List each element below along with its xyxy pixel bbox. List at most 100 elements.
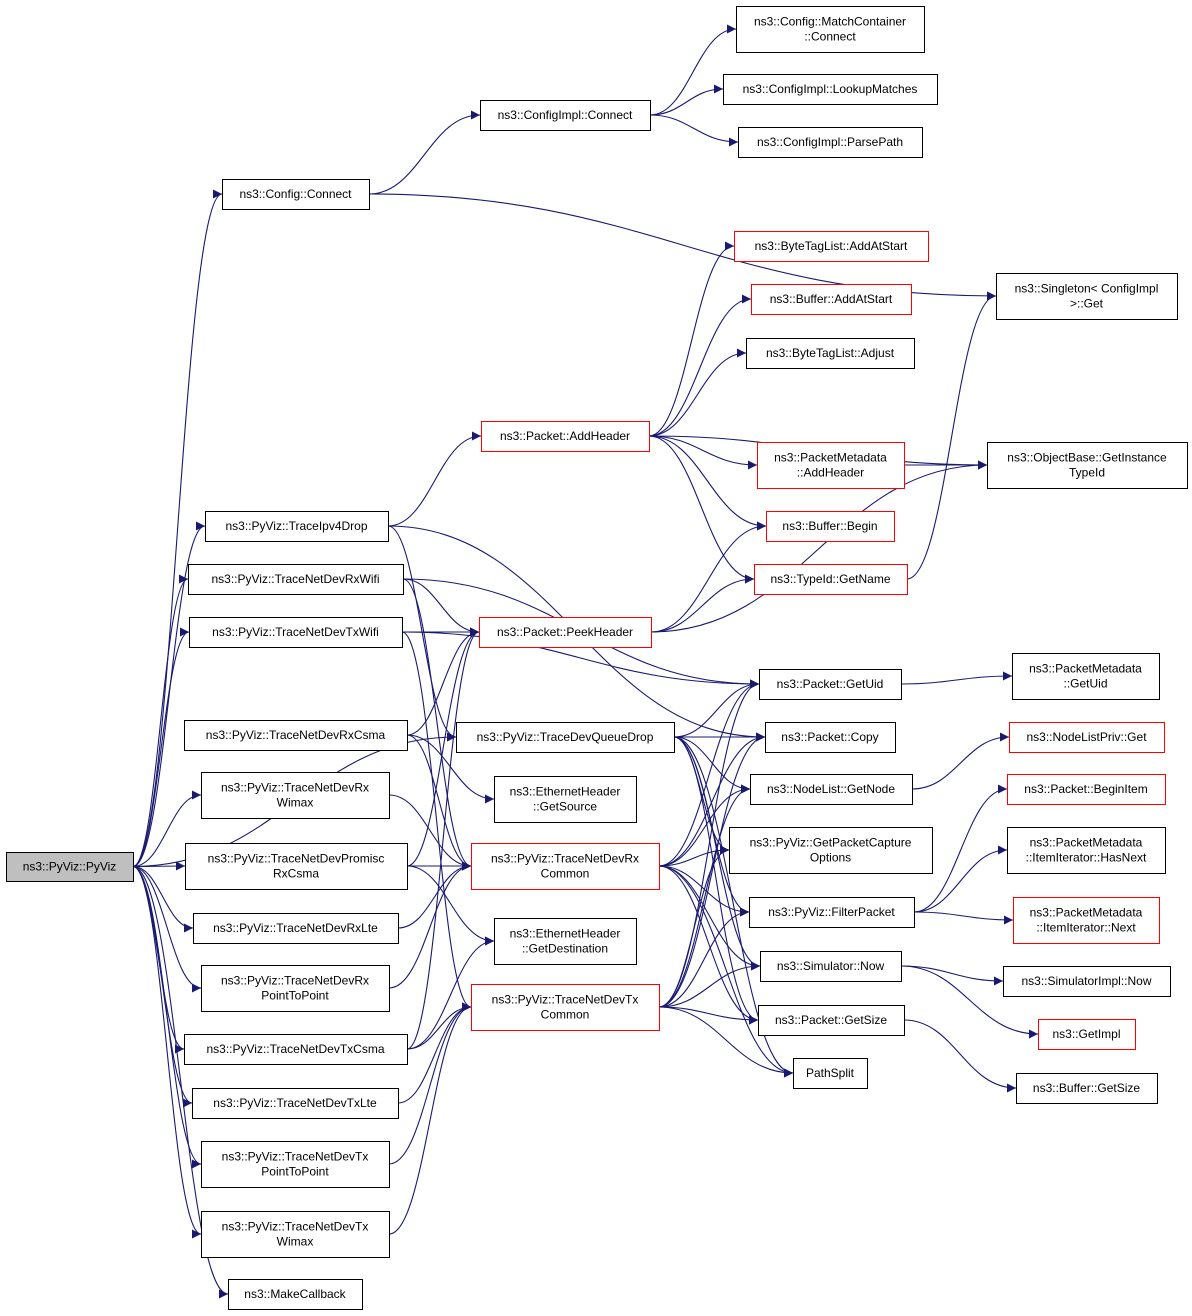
node-packet-copy[interactable]: ns3::Packet::Copy — [765, 722, 896, 753]
edge-root-to-tracenetdevtxwifi — [132, 627, 190, 868]
node-tracenetdevtxcsma[interactable]: ns3::PyViz::TraceNetDevTxCsma — [184, 1034, 408, 1065]
node-label: ns3::EthernetHeader — [510, 785, 621, 799]
node-box — [494, 776, 637, 823]
node-packet-beginitem[interactable]: ns3::Packet::BeginItem — [1007, 774, 1166, 805]
node-packet-addheader[interactable]: ns3::Packet::AddHeader — [481, 421, 650, 452]
node-config-connect[interactable]: ns3::Config::Connect — [222, 179, 370, 210]
node-label: ::ItemIterator::Next — [1036, 921, 1136, 935]
node-getimpl[interactable]: ns3::GetImpl — [1038, 1019, 1136, 1050]
node-label: Wimax — [277, 1235, 314, 1249]
node-box — [1013, 897, 1160, 944]
node-buffer-begin[interactable]: ns3::Buffer::Begin — [766, 511, 895, 542]
node-packetmetadata-addheader[interactable]: ns3::PacketMetadata::AddHeader — [757, 442, 905, 489]
node-itemiterator-hasnext[interactable]: ns3::PacketMetadata::ItemIterator::HasNe… — [1007, 827, 1166, 874]
node-bytetaglist-adjust[interactable]: ns3::ByteTagList::Adjust — [746, 338, 915, 369]
node-tracenetdevrxwifi[interactable]: ns3::PyViz::TraceNetDevRxWifi — [188, 564, 404, 595]
node-filterpacket[interactable]: ns3::PyViz::FilterPacket — [749, 897, 915, 928]
edge-filterpacket-to-itemiterator_next — [913, 911, 1014, 925]
node-label: ns3::PyViz::TraceNetDevTxWifi — [212, 625, 379, 639]
node-label: RxCsma — [273, 867, 319, 881]
node-tracenetdevrxlte[interactable]: ns3::PyViz::TraceNetDevRxLte — [193, 913, 399, 944]
node-label: ns3::PacketMetadata — [1029, 662, 1142, 676]
node-simulatorimpl-now[interactable]: ns3::SimulatorImpl::Now — [1003, 966, 1171, 997]
edge-tracenetdevrxcommon-to-packet_copy — [658, 732, 766, 867]
node-label: Options — [810, 851, 851, 865]
node-box — [1009, 722, 1165, 753]
node-buffer-getsize[interactable]: ns3::Buffer::GetSize — [1016, 1073, 1158, 1104]
node-bytetaglist-addatstart[interactable]: ns3::ByteTagList::AddAtStart — [734, 231, 929, 262]
node-packet-peekheader[interactable]: ns3::Packet::PeekHeader — [479, 617, 652, 648]
edge-packet_addheader-to-buffer_begin — [648, 435, 767, 531]
node-makecallback[interactable]: ns3::MakeCallback — [228, 1279, 363, 1310]
node-parsepath[interactable]: ns3::ConfigImpl::ParsePath — [738, 127, 923, 158]
node-nodelistpriv-get[interactable]: ns3::NodeListPriv::Get — [1009, 722, 1165, 753]
node-box — [1016, 1073, 1158, 1104]
node-tracedevqueuedrop[interactable]: ns3::PyViz::TraceDevQueueDrop — [456, 722, 675, 753]
edge-tracedevqueuedrop-to-packet_getuid — [673, 679, 760, 738]
node-matchcontainer-connect[interactable]: ns3::Config::MatchContainer::Connect — [736, 6, 925, 53]
node-box — [228, 1279, 363, 1310]
node-label: ns3::ConfigImpl::ParsePath — [757, 135, 903, 149]
edge-tracenetdevtxcommon-to-pathsplit — [658, 1006, 794, 1078]
node-ethernetheader-getsource[interactable]: ns3::EthernetHeader::GetSource — [494, 776, 637, 823]
node-traceipv4drop[interactable]: ns3::PyViz::TraceIpv4Drop — [205, 511, 389, 542]
node-configimpl-connect[interactable]: ns3::ConfigImpl::Connect — [480, 100, 651, 131]
node-tracenetdevtxlte[interactable]: ns3::PyViz::TraceNetDevTxLte — [192, 1088, 399, 1119]
node-typeid-getname[interactable]: ns3::TypeId::GetName — [754, 564, 908, 595]
edge-tracedevqueuedrop-to-pathsplit — [673, 736, 794, 1078]
edge-root-to-tracenetdevtxp2p — [132, 865, 202, 1169]
edge-tracenetdevtxcommon-to-nodelist_getnode — [658, 784, 751, 1008]
node-ethernetheader-getdestination[interactable]: ns3::EthernetHeader::GetDestination — [494, 918, 637, 965]
node-simulator-now[interactable]: ns3::Simulator::Now — [760, 951, 902, 982]
node-label: ns3::ObjectBase::GetInstance — [1007, 451, 1167, 465]
node-box — [222, 179, 370, 210]
node-singleton-get[interactable]: ns3::Singleton< ConfigImpl >::Get — [996, 273, 1178, 320]
node-box — [1003, 966, 1171, 997]
node-buffer-addatstart[interactable]: ns3::Buffer::AddAtStart — [751, 284, 912, 315]
edge-root-to-tracenetdevrxwimax — [132, 790, 202, 868]
node-label: ns3::Config::Connect — [239, 187, 352, 201]
node-packet-getsize[interactable]: ns3::Packet::GetSize — [758, 1005, 905, 1036]
edge-root-to-traceipv4drop — [132, 521, 206, 868]
edge-tracenetdevpromiscrxcsma-to-packet_peekheader — [406, 627, 480, 867]
edge-root-to-tracenetdevtxlte — [132, 865, 193, 1108]
edge-configimpl_connect-to-parsepath — [649, 114, 739, 147]
node-label: ns3::SimulatorImpl::Now — [1021, 974, 1151, 988]
edge-root-to-tracenetdevrxp2p — [132, 865, 202, 993]
node-label: ns3::Packet::GetSize — [775, 1013, 887, 1027]
node-tracenetdevtxwifi[interactable]: ns3::PyViz::TraceNetDevTxWifi — [189, 617, 403, 648]
node-box — [996, 273, 1178, 320]
node-itemiterator-next[interactable]: ns3::PacketMetadata::ItemIterator::Next — [1013, 897, 1160, 944]
node-box — [1038, 1019, 1136, 1050]
edge-tracenetdevrxcommon-to-packet_getuid — [658, 679, 760, 867]
node-pathsplit[interactable]: PathSplit — [793, 1058, 868, 1089]
node-box — [479, 617, 652, 648]
edge-tracenetdevrxcsma-to-packet_peekheader — [406, 627, 480, 736]
node-packet-getuid[interactable]: ns3::Packet::GetUid — [759, 669, 902, 700]
node-box — [751, 284, 912, 315]
edge-tracenetdevrxcommon-to-nodelist_getnode — [658, 784, 751, 867]
node-lookupmatches[interactable]: ns3::ConfigImpl::LookupMatches — [723, 74, 938, 105]
node-nodelist-getnode[interactable]: ns3::NodeList::GetNode — [750, 774, 913, 805]
node-tracenetdevrxcsma[interactable]: ns3::PyViz::TraceNetDevRxCsma — [184, 720, 408, 751]
node-box — [471, 984, 660, 1031]
node-root[interactable]: ns3::PyViz::PyViz — [6, 852, 134, 882]
edge-packet_peekheader-to-buffer_begin — [650, 521, 767, 633]
edge-config_connect-to-configimpl_connect — [368, 110, 481, 195]
node-packetmetadata-getuid[interactable]: ns3::PacketMetadata::GetUid — [1012, 653, 1160, 700]
node-box — [758, 1005, 905, 1036]
node-box — [759, 669, 902, 700]
edge-tracedevqueuedrop-to-getpacketcaptureoptions — [673, 736, 730, 855]
node-label: ns3::ByteTagList::Adjust — [766, 346, 895, 360]
node-label: ns3::Buffer::GetSize — [1033, 1081, 1140, 1095]
